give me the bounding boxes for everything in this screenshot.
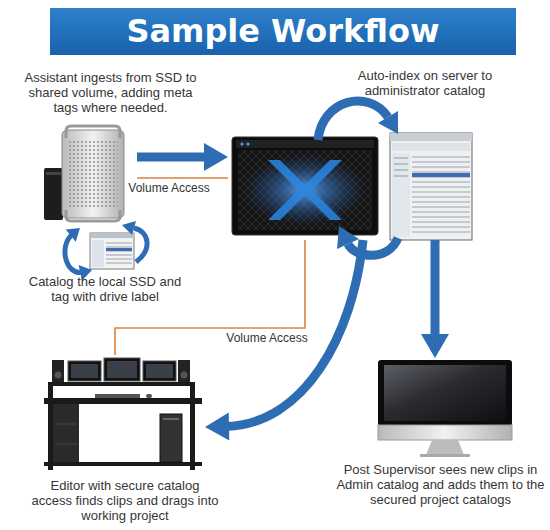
editor-desk-illustration-part (52, 360, 64, 382)
editor-desk-illustration-part (44, 462, 202, 466)
imac-illustration-part (420, 454, 470, 457)
admin-catalog-window-part (390, 133, 472, 240)
title-text: Sample Workflow (50, 8, 516, 55)
editor-desk-illustration-part (146, 394, 152, 398)
server-illustration-part (232, 137, 378, 235)
arrow-head (421, 334, 449, 358)
server-illustration-part (300, 160, 342, 220)
loop-arrow (122, 221, 147, 262)
step-caption: Auto-index on server to administrator ca… (335, 68, 515, 98)
local-catalog-window-part (90, 233, 134, 269)
imac-illustration (378, 360, 512, 457)
local-catalog-window-part (90, 233, 134, 238)
workflow-step: Post Supervisor sees new clips in Admin … (375, 358, 515, 453)
editor-desk-illustration-part (48, 382, 193, 386)
server-illustration-part (247, 143, 250, 146)
workstation-illustration-part (62, 130, 124, 218)
editor-desk-illustration-part (44, 398, 202, 404)
editor-desk-illustration-part (181, 372, 188, 379)
connector-label: Volume Access (128, 181, 209, 195)
workflow-step: Assistant ingests from SSD to shared vol… (40, 128, 137, 228)
imac-illustration-part (426, 440, 464, 455)
connector-label: Volume Access (226, 331, 307, 345)
editor-desk-illustration-part (146, 364, 173, 378)
local-catalog-window-part (106, 248, 132, 251)
loop-arrow-part (122, 221, 136, 235)
index-cycle-arrow (318, 101, 398, 255)
workstation-illustration-part (44, 168, 63, 220)
flow-connector (421, 240, 449, 358)
local-catalog-window (90, 233, 134, 269)
admin-catalog-window-part (412, 157, 470, 232)
workstation-illustration-part (46, 172, 61, 175)
editor-desk-illustration-part (163, 418, 179, 420)
workstation-illustration-part (66, 210, 120, 221)
loop-arrow-part (134, 228, 147, 262)
arrow-head (66, 228, 80, 242)
server-illustration-part (236, 140, 374, 148)
editor-desk-illustration-part (190, 382, 195, 470)
title-banner (50, 8, 516, 55)
workflow-step: Auto-index on server to administrator ca… (228, 128, 476, 240)
workstation-illustration-part (68, 141, 118, 207)
admin-catalog-window (390, 133, 472, 240)
local-catalog-window-part (106, 243, 132, 263)
flow-connector (65, 228, 92, 280)
connector-line (224, 240, 363, 427)
editor-desk-illustration (44, 358, 202, 470)
server-illustration-part (238, 150, 372, 230)
editor-desk-illustration-part (48, 382, 53, 470)
step-caption: Editor with secure catalog access finds … (30, 478, 220, 523)
editor-desk-illustration-part (143, 361, 176, 381)
connector-line (137, 177, 228, 179)
editor-desk-illustration-part (95, 394, 140, 398)
caption-group: Editor with secure catalog access finds … (30, 478, 220, 523)
arrow-head (205, 413, 229, 441)
admin-catalog-window-part (390, 133, 472, 141)
server-illustration-part (241, 143, 244, 146)
workstation-illustration (44, 126, 124, 221)
editor-desk-illustration-part (178, 360, 190, 382)
server-illustration-part (243, 154, 367, 226)
caption-group: Post Supervisor sees new clips in Admin … (333, 462, 548, 507)
editor-desk-illustration-part (55, 372, 62, 379)
admin-catalog-window-part (392, 153, 410, 237)
step-caption: Catalog the local SSD and tag with drive… (25, 274, 185, 304)
editor-desk-illustration-part (160, 414, 182, 462)
editor-desk-illustration-part (53, 404, 79, 462)
caption-group: Auto-index on server to administrator ca… (335, 68, 515, 98)
index-cycle-arrow-part (378, 111, 398, 134)
connector-line (431, 240, 440, 339)
server-illustration (232, 137, 378, 235)
step-caption: Post Supervisor sees new clips in Admin … (333, 462, 548, 507)
index-cycle-arrow-part (337, 226, 359, 249)
index-cycle-arrow-part (318, 101, 388, 140)
imac-illustration-part (384, 365, 506, 421)
local-catalog-window-part (92, 240, 104, 267)
editor-desk-illustration-part (55, 424, 77, 444)
caption-group: Catalog the local SSD and tag with drive… (25, 274, 185, 304)
workflow-step: Catalog the local SSD and tag with drive… (88, 228, 136, 270)
flow-connector (205, 240, 363, 441)
editor-desk-illustration-part (68, 361, 101, 381)
imac-illustration-part (378, 425, 512, 440)
imac-illustration-part (378, 360, 512, 426)
flow-connector (137, 178, 228, 179)
admin-catalog-window-part (394, 158, 408, 176)
caption-group: Assistant ingests from SSD to shared vol… (18, 70, 203, 115)
workflow-step: Editor with secure catalog access finds … (45, 355, 205, 473)
step-caption: Assistant ingests from SSD to shared vol… (18, 70, 203, 115)
editor-desk-illustration-part (104, 358, 140, 381)
connector-line (137, 153, 209, 162)
admin-catalog-window-part (392, 143, 470, 151)
flow-connector (137, 143, 228, 171)
arrow-head (204, 143, 228, 171)
admin-catalog-window-part (412, 173, 470, 177)
workstation-illustration-part (66, 126, 120, 138)
editor-desk-illustration-part (71, 364, 98, 378)
editor-desk-illustration-part (107, 361, 137, 378)
